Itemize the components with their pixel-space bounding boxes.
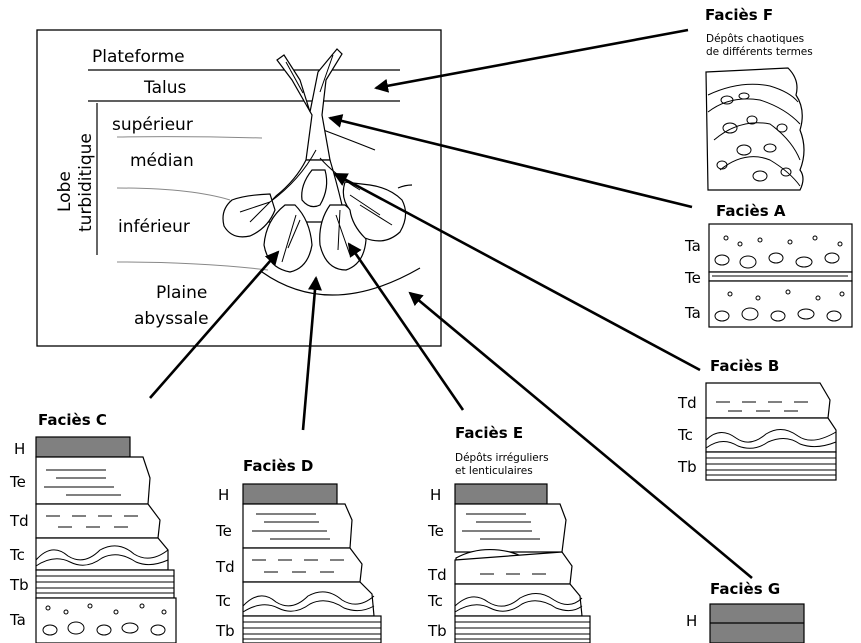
facies-c-tc [35, 537, 169, 571]
facies-c-td [35, 503, 161, 539]
facies-d-title: Faciès D [243, 457, 313, 475]
arrow-facies-e [347, 242, 465, 411]
facies-e: Faciès E Dépôts irréguliers et lenticula… [427, 424, 591, 643]
facies-d: Faciès D H Te Td Tc Tb [215, 457, 382, 643]
basin-floor-curve [261, 267, 421, 296]
upper-median-boundary [116, 136, 263, 139]
facies-a-label-1: Te [684, 269, 701, 287]
facies-c-label-5: Ta [9, 611, 26, 629]
facies-d-label-0: H [218, 486, 229, 504]
median-lower-boundary [116, 187, 231, 201]
label-lobe: Lobe [55, 171, 75, 212]
facies-b: Faciès B Td Tc Tb [677, 357, 837, 481]
facies-d-label-2: Td [215, 558, 235, 576]
facies-e-title: Faciès E [455, 424, 523, 442]
facies-f-block [705, 67, 805, 191]
distributary-channels [239, 149, 393, 263]
facies-b-label-1: Tc [677, 426, 693, 444]
facies-e-h [454, 483, 548, 505]
facies-b-label-2: Tb [677, 458, 697, 476]
facies-d-te [242, 503, 353, 549]
lower-abyssal-boundary [116, 261, 269, 271]
facies-f: Faciès F Dépôts chaotiques de différents… [705, 6, 813, 191]
facies-c-tb [35, 569, 175, 599]
lobe-central-small [301, 169, 328, 208]
facies-e-label-1: Te [427, 522, 444, 540]
facies-f-folds [707, 83, 801, 187]
facies-e-te [454, 503, 567, 553]
facies-a-label-2: Ta [684, 304, 701, 322]
arrow-facies-a [328, 114, 693, 209]
facies-e-tc [454, 583, 583, 617]
facies-c-te [35, 456, 151, 505]
facies-f-desc-1: Dépôts chaotiques [706, 33, 804, 45]
facies-e-label-4: Tb [427, 622, 447, 640]
facies-c-h [35, 436, 131, 458]
facies-a-label-0: Ta [684, 237, 701, 255]
facies-f-title: Faciès F [705, 6, 773, 24]
facies-e-label-0: H [430, 486, 441, 504]
facies-a-clasts [714, 235, 845, 322]
facies-e-label-2: Td [427, 566, 447, 584]
facies-d-td [242, 547, 363, 583]
arrow-facies-d [301, 276, 322, 431]
arrow-facies-f [374, 28, 689, 93]
facies-c-title: Faciès C [38, 411, 107, 429]
facies-d-h [242, 483, 338, 505]
facies-b-tb [705, 451, 837, 481]
canyon-texture [285, 54, 334, 94]
facies-d-label-3: Tc [215, 592, 231, 610]
facies-b-tc [705, 417, 837, 453]
facies-e-desc-2: et lenticulaires [455, 465, 533, 477]
facies-g-label-0: H [686, 612, 697, 630]
facies-g-title: Faciès G [710, 580, 780, 598]
label-abyssale: abyssale [134, 309, 209, 329]
facies-c-label-4: Tb [9, 576, 29, 594]
facies-e-label-3: Tc [427, 592, 443, 610]
facies-c: Faciès C H Te Td Tc Tb Ta [9, 411, 177, 643]
facies-b-td [705, 382, 831, 419]
facies-d-label-1: Te [215, 522, 232, 540]
facies-e-desc-1: Dépôts irréguliers [455, 452, 549, 464]
facies-b-label-0: Td [677, 394, 697, 412]
facies-c-label-3: Tc [9, 546, 25, 564]
facies-arrows [149, 28, 753, 579]
facies-c-label-1: Te [9, 473, 26, 491]
facies-d-label-4: Tb [215, 622, 235, 640]
facies-f-clasts [716, 92, 792, 182]
facies-g: Faciès G H [686, 580, 805, 643]
facies-c-label-2: Td [9, 512, 29, 530]
facies-a: Faciès A Ta Te Ta [684, 202, 853, 328]
arrow-facies-c [149, 250, 280, 399]
label-plaine: Plaine [156, 283, 207, 303]
facies-c-ta [35, 597, 177, 643]
facies-c-label-0: H [14, 440, 25, 458]
facies-b-title: Faciès B [710, 357, 779, 375]
facies-c-clasts [42, 603, 167, 636]
arrow-facies-b [333, 172, 701, 372]
facies-a-ta-upper [708, 223, 853, 273]
facies-f-desc-2: de différents termes [706, 46, 813, 58]
right-curve [397, 184, 413, 189]
label-inferieur: inférieur [118, 217, 190, 237]
label-superieur: supérieur [112, 115, 193, 135]
label-median: médian [130, 151, 194, 171]
label-plateforme: Plateforme [92, 47, 185, 67]
facies-e-td [454, 551, 573, 585]
label-talus: Talus [143, 78, 186, 98]
arrow-facies-g [408, 291, 753, 579]
facies-a-title: Faciès A [716, 202, 786, 220]
label-turbiditique: turbiditique [76, 133, 96, 232]
depositional-environment-panel: Plateforme Talus supérieur médian inféri… [36, 29, 442, 347]
